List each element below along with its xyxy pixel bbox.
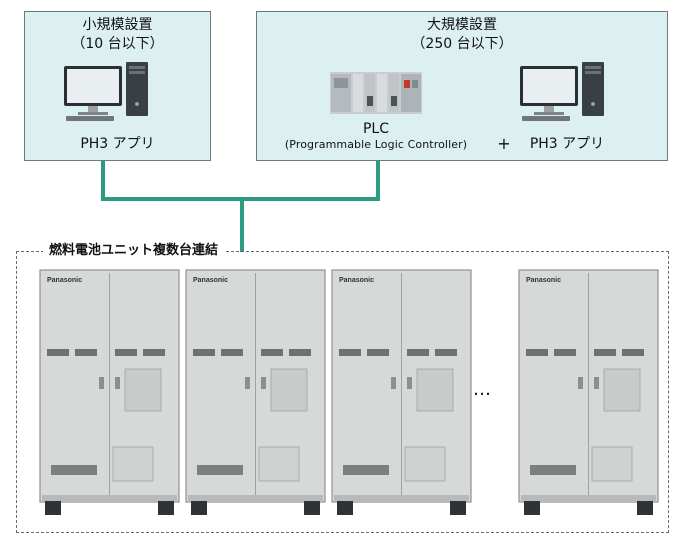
small-setup-title: 小規模設置 xyxy=(82,17,153,33)
large-setup-app-label: PH3 アプリ xyxy=(529,136,605,152)
computer-icon xyxy=(64,62,148,121)
unit-brand: Panasonic xyxy=(339,277,374,284)
cable-small-setup xyxy=(101,160,242,201)
large-setup-title: 大規模設置 xyxy=(427,17,497,33)
small-setup-subtitle: （10 台以下） xyxy=(71,36,164,52)
unit-brand: Panasonic xyxy=(47,277,82,284)
cable-large-setup xyxy=(242,160,380,201)
plc-full-name: (Programmable Logic Controller) xyxy=(284,138,468,151)
plc-label: PLC xyxy=(362,121,390,137)
fuel-cell-group-box xyxy=(16,251,669,533)
fuel-cell-unit: Panasonic xyxy=(518,269,659,515)
small-setup-app-label: PH3 アプリ xyxy=(80,136,155,152)
large-setup-subtitle: （250 台以下） xyxy=(411,36,513,52)
more-units-ellipsis: … xyxy=(473,379,493,400)
fuel-cell-group-title: 燃料電池ユニット複数台連結 xyxy=(43,241,225,260)
computer-icon xyxy=(520,62,604,121)
fuel-cell-unit: Panasonic xyxy=(331,269,472,515)
fuel-cell-unit: Panasonic xyxy=(185,269,326,515)
unit-brand: Panasonic xyxy=(193,277,228,284)
plc-icon xyxy=(330,72,422,114)
plus-sign: + xyxy=(497,134,511,153)
unit-brand: Panasonic xyxy=(526,277,561,284)
fuel-cell-unit: Panasonic xyxy=(39,269,180,515)
